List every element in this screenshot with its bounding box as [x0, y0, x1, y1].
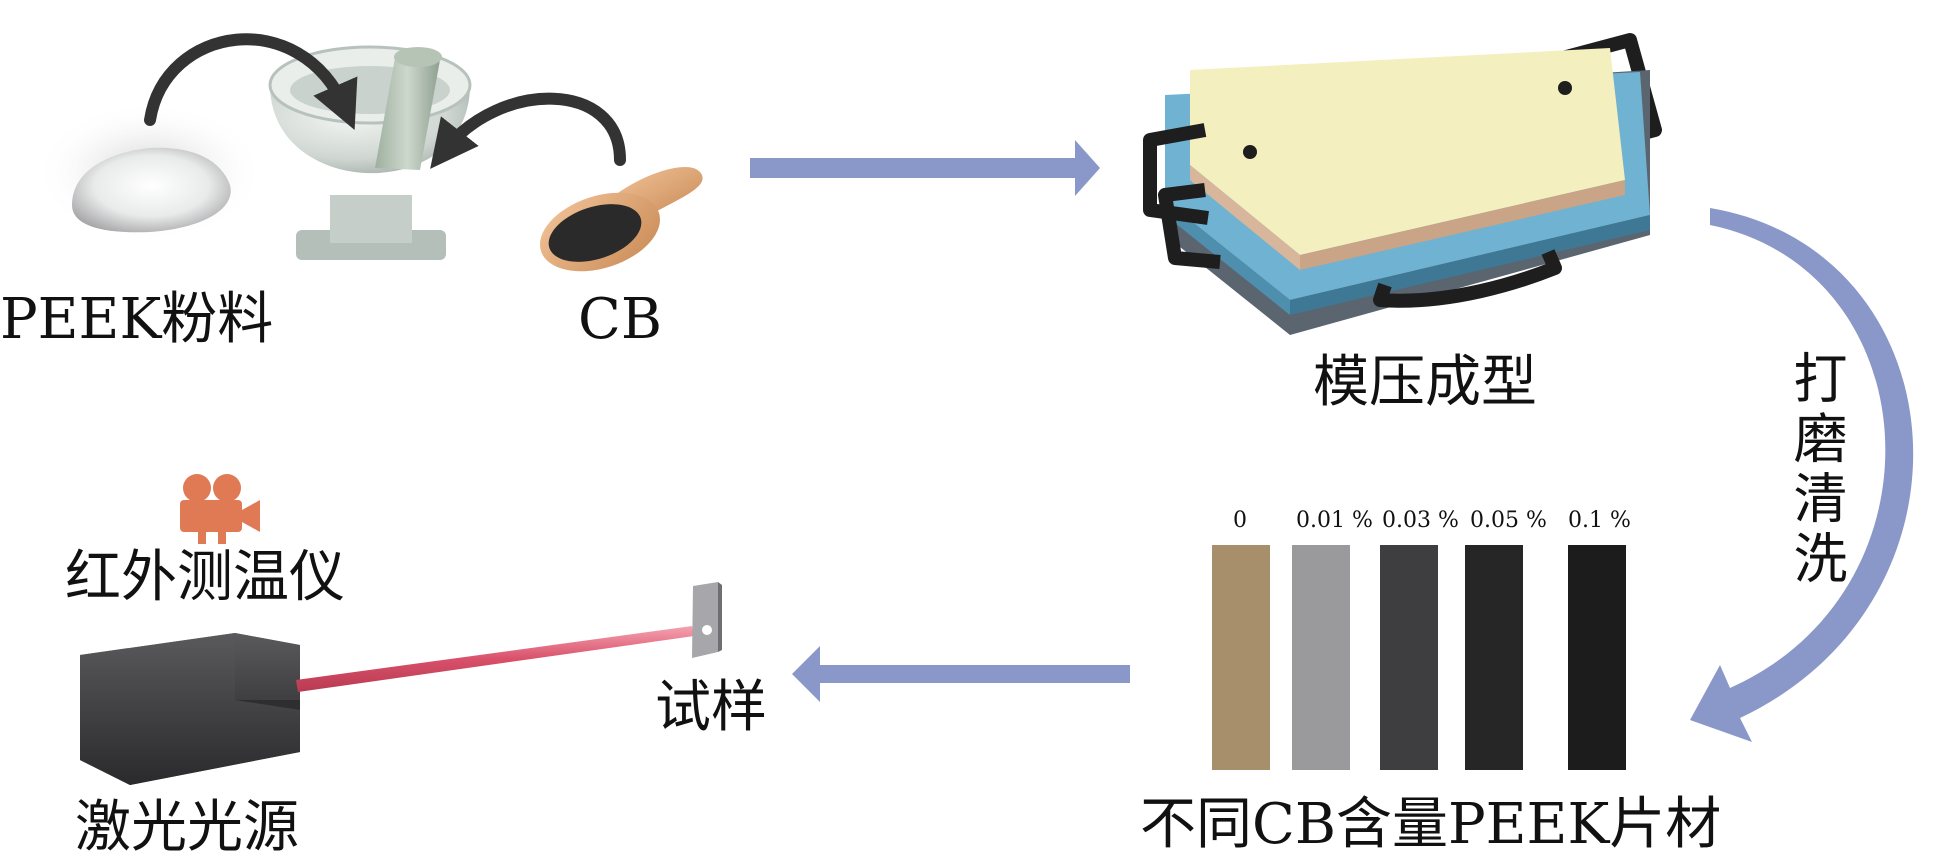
curl-arrow-left [144, 33, 358, 130]
sample-strip-003 [1380, 545, 1438, 770]
label-specimen: 试样 [655, 675, 767, 740]
sample-strip-001 [1292, 545, 1350, 770]
sample-strip-01 [1568, 545, 1626, 770]
flow-arrow-to-mold [750, 140, 1100, 196]
label-content-0: 0 [1233, 508, 1247, 533]
specimen-plate [692, 582, 722, 658]
camera-icon [180, 474, 260, 544]
compression-mold [1143, 33, 1662, 335]
carbon-black-spoon [539, 166, 703, 272]
label-peek-powder: PEEK粉料 [0, 287, 274, 352]
mortar [268, 45, 472, 260]
curl-arrow-right [430, 92, 626, 169]
laser-source-box [80, 633, 300, 785]
flow-arrow-to-specimen [792, 646, 1130, 702]
label-molding: 模压成型 [1313, 350, 1537, 415]
label-content-01: 0.1 % [1568, 508, 1631, 533]
label-grinding-cleaning: 打磨清洗 [1784, 350, 1847, 590]
label-content-001: 0.01 % [1296, 508, 1373, 533]
pestle [375, 47, 442, 170]
sample-strip-0 [1212, 545, 1270, 770]
laser-beam [296, 626, 694, 692]
sample-strip-005 [1465, 545, 1523, 770]
flow-arrow-curved [1690, 208, 1914, 742]
label-laser-source: 激光光源 [75, 795, 299, 860]
label-content-003: 0.03 % [1382, 508, 1459, 533]
label-sheets: 不同CB含量PEEK片材 [1140, 792, 1722, 857]
label-ir-thermometer: 红外测温仪 [65, 545, 345, 610]
label-content-005: 0.05 % [1470, 508, 1547, 533]
sample-strips [1212, 545, 1626, 770]
peek-powder-pile [35, 102, 265, 242]
label-cb: CB [578, 287, 662, 352]
